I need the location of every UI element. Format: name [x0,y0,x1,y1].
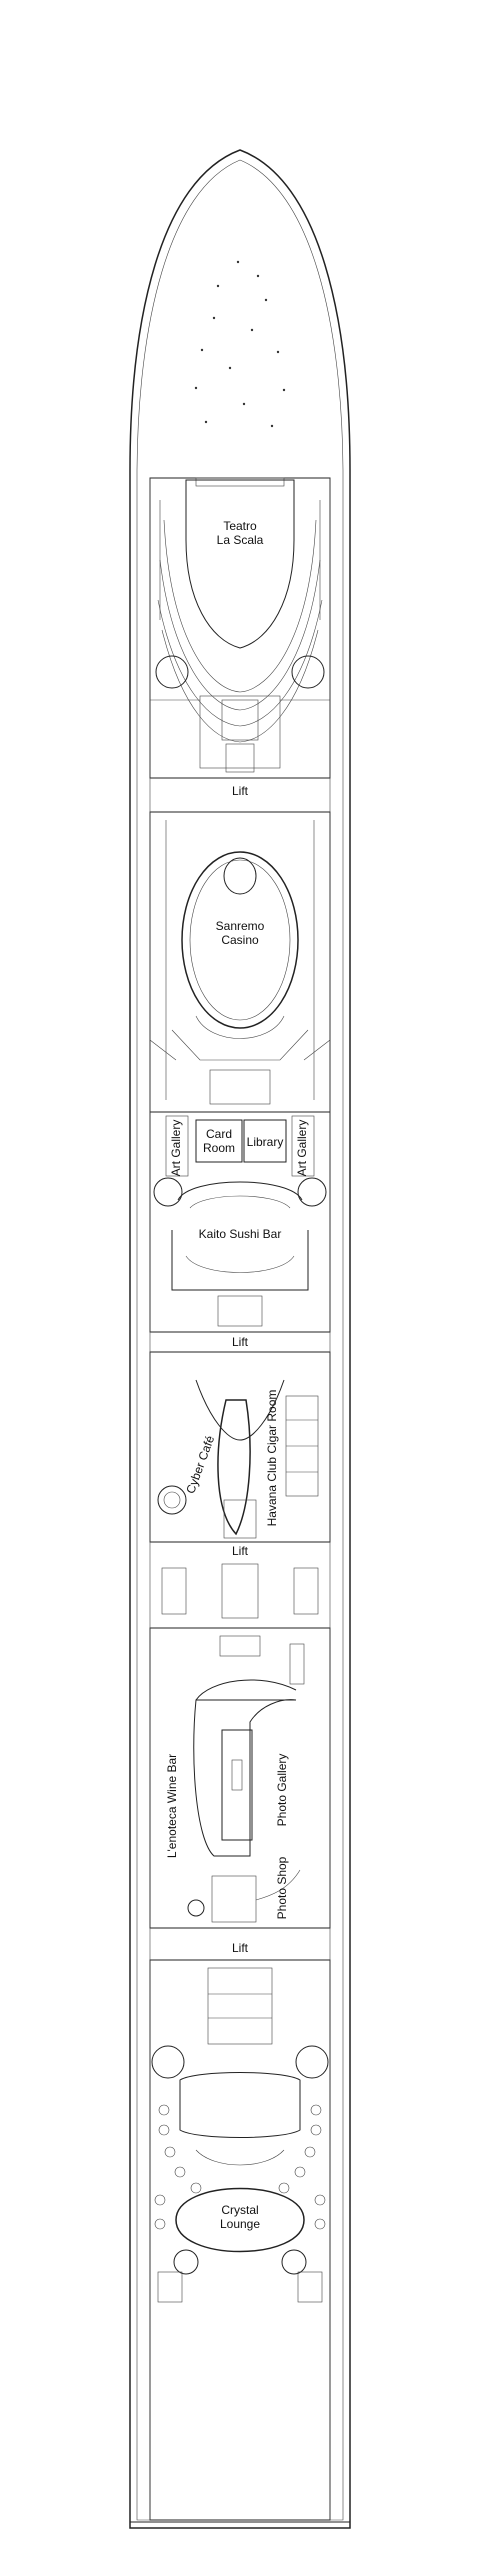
casino-label-line1: Sanremo [216,919,265,933]
photo-gallery-label: Photo Gallery [275,1754,289,1827]
cyber-cafe-label: Cyber Café [183,1433,217,1495]
kaito-label: Kaito Sushi Bar [199,1227,282,1241]
lift-label: Lift [232,1941,249,1955]
card-room-label-line2: Room [203,1141,235,1155]
wine-bar-label: L'enoteca Wine Bar [165,1754,179,1858]
midship-stair-block [161,1563,319,1619]
photo-shop-label: Photo Shop [275,1856,289,1919]
hull-inner-outline [136,159,344,2521]
casino-area [149,811,331,1113]
bow-deck-markers [194,260,286,428]
lift-label: Lift [232,784,249,798]
lift-label: Lift [232,1544,249,1558]
art-gallery-right-label: Art Gallery [295,1120,309,1177]
casino-label-line2: Casino [221,933,259,947]
crystal-lounge-area [149,1959,331,2521]
hull-outline [129,149,351,2529]
art-gallery-left-label: Art Gallery [169,1120,183,1177]
teatro-label-line1: Teatro [223,519,257,533]
crystal-lounge-label-line2: Lounge [220,2217,260,2231]
crystal-lounge-seating [154,2104,326,2230]
crystal-lounge-label-line1: Crystal [221,2203,258,2217]
cigar-room-label: Havana Club Cigar Room [265,1390,279,1527]
lift-label: Lift [232,1335,249,1349]
library-label: Library [247,1135,284,1149]
teatro-label-line2: La Scala [217,533,264,547]
cyber-cigar-area [149,1351,331,1543]
card-room-label-line1: Card [206,1127,232,1141]
